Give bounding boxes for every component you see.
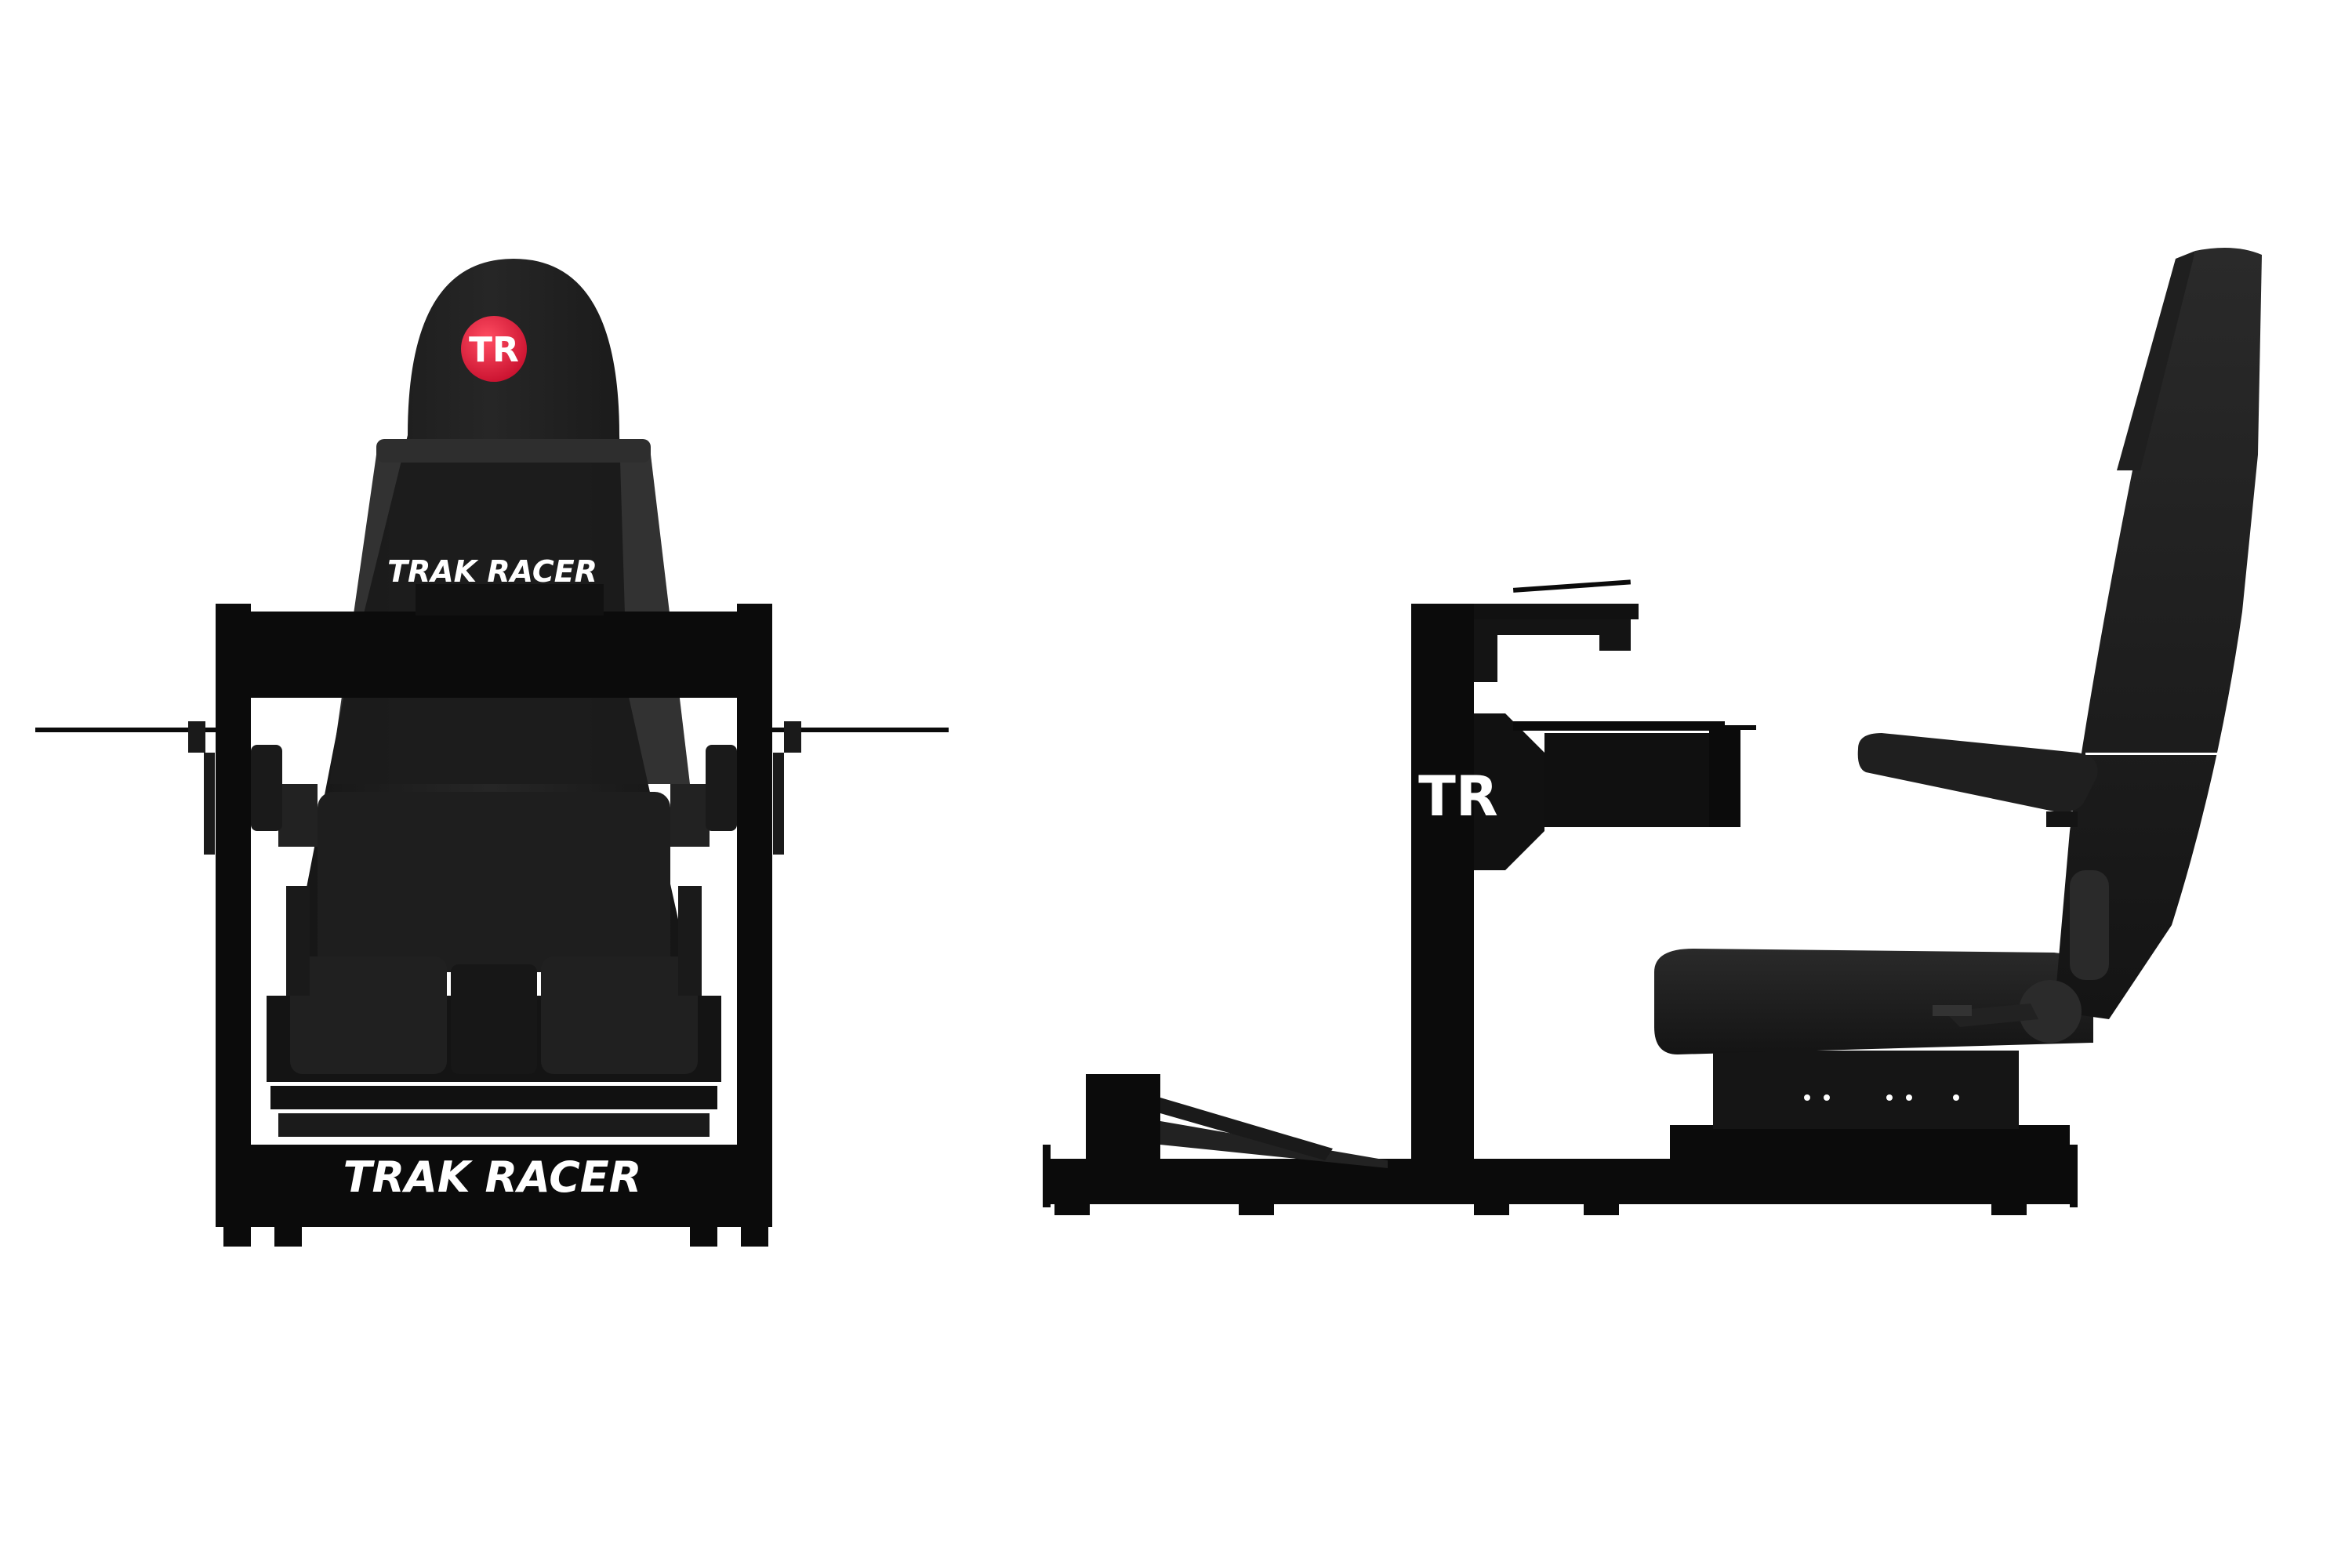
- side-upright-logo: TR: [1418, 764, 1498, 829]
- side-seat-backrest: [2054, 248, 2262, 1019]
- front-base-brand-text: TRAK RACER: [343, 1152, 642, 1202]
- front-frame-base-bar: [216, 1145, 772, 1227]
- front-headrest-logo-text: TR: [469, 330, 519, 370]
- side-seat-cushion: [1654, 949, 2093, 1054]
- front-headrest-logo: TR: [461, 316, 527, 382]
- front-backrest-brand-text: TRAK RACER: [387, 554, 597, 589]
- right-side-tray: [768, 728, 949, 732]
- side-pedal-box: [1086, 1074, 1160, 1160]
- side-view: TR: [1043, 248, 2274, 1215]
- front-frame-right-upright: [737, 604, 772, 1223]
- front-view: TR TRAK RACER TRAK RACER: [35, 259, 949, 1247]
- left-side-tray: [35, 728, 223, 732]
- front-frame-lower-rail: [270, 1086, 717, 1109]
- front-seat-lower-back: [318, 792, 670, 972]
- side-main-upright: [1411, 604, 1474, 1160]
- front-frame-left-upright: [216, 604, 251, 1223]
- front-frame-top-crossbar: [216, 612, 772, 698]
- side-mount-plate: [1474, 713, 1544, 870]
- side-base-rail: [1043, 1159, 2078, 1204]
- side-armrest: [1857, 733, 2098, 812]
